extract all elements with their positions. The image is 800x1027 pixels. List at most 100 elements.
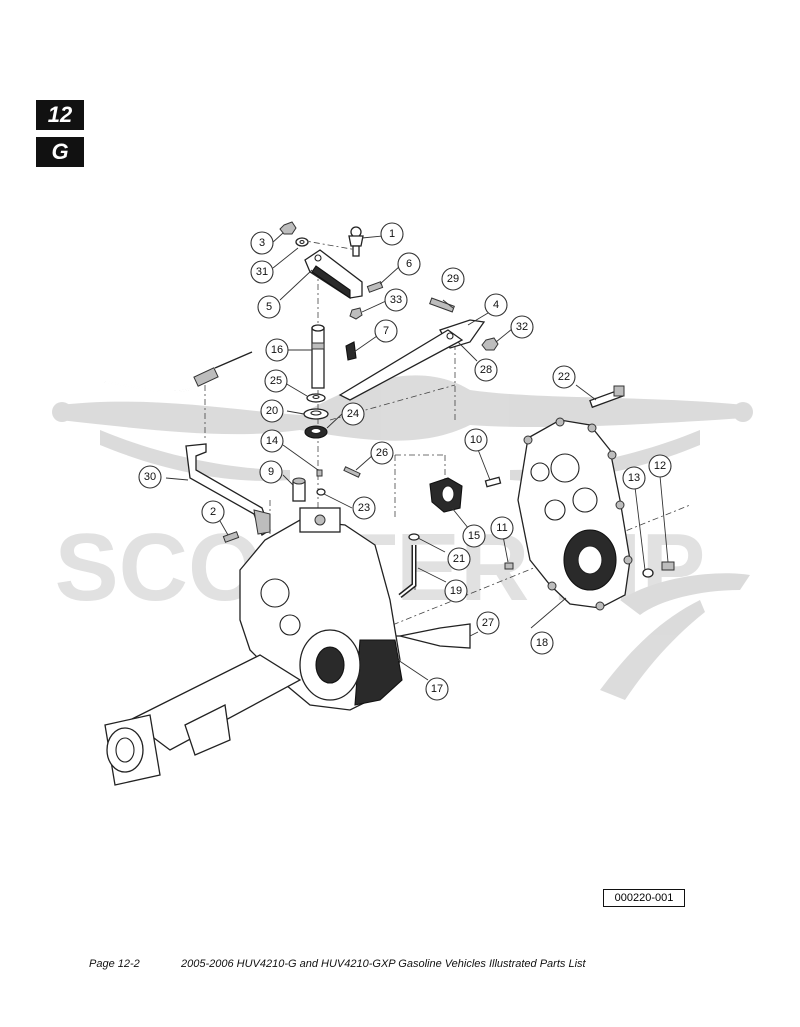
svg-text:30: 30 xyxy=(144,471,156,483)
callout-13: 13 xyxy=(622,466,646,490)
svg-text:17: 17 xyxy=(431,683,443,695)
callout-25: 25 xyxy=(264,369,288,393)
svg-text:13: 13 xyxy=(628,472,640,484)
nut-32-part xyxy=(481,337,499,351)
callout-22: 22 xyxy=(552,365,576,389)
bolt-part xyxy=(366,281,384,293)
plug-9-part xyxy=(292,477,306,502)
svg-text:29: 29 xyxy=(447,273,459,285)
ball-stud-part xyxy=(348,226,364,257)
svg-text:26: 26 xyxy=(376,447,388,459)
callout-2: 2 xyxy=(201,500,225,524)
callout-28: 28 xyxy=(474,358,498,382)
washer-21-part xyxy=(408,533,420,541)
pin-14-part xyxy=(316,469,323,477)
svg-text:19: 19 xyxy=(450,585,462,597)
callout-9: 9 xyxy=(259,460,283,484)
pin-10-part xyxy=(484,476,502,488)
callout-20: 20 xyxy=(260,399,284,423)
cover-plate-18-part xyxy=(517,417,633,611)
callout-19: 19 xyxy=(444,579,468,603)
svg-text:25: 25 xyxy=(270,375,282,387)
callout-12: 12 xyxy=(648,454,672,478)
callout-11: 11 xyxy=(490,516,514,540)
callout-33: 33 xyxy=(384,288,408,312)
nut-33-part xyxy=(349,307,363,320)
seal-24-part xyxy=(304,425,328,439)
svg-text:16: 16 xyxy=(271,344,283,356)
washer-13-part xyxy=(642,568,654,578)
rod-19-part xyxy=(398,545,417,598)
bracket-30-part xyxy=(185,443,271,536)
callout-18: 18 xyxy=(530,631,554,655)
transaxle-housing-17-part xyxy=(239,507,403,711)
fork-block-15-part xyxy=(429,477,463,513)
callout-4: 4 xyxy=(484,293,508,317)
washer-20-part xyxy=(303,408,329,420)
callout-3: 3 xyxy=(250,231,274,255)
svg-text:14: 14 xyxy=(266,435,278,447)
shift-arm-28-part xyxy=(338,329,464,401)
svg-text:23: 23 xyxy=(358,502,370,514)
svg-text:33: 33 xyxy=(390,294,402,306)
washer-part xyxy=(295,237,309,247)
svg-text:2: 2 xyxy=(210,506,216,518)
callout-31: 31 xyxy=(250,260,274,284)
svg-text:10: 10 xyxy=(470,434,482,446)
svg-text:12: 12 xyxy=(654,460,666,472)
svg-text:24: 24 xyxy=(347,408,359,420)
callout-16: 16 xyxy=(265,338,289,362)
callout-15: 15 xyxy=(462,524,486,548)
bolt-2-part xyxy=(222,531,240,543)
svg-text:21: 21 xyxy=(453,553,465,565)
washer-25-part xyxy=(306,393,326,403)
callout-23: 23 xyxy=(352,496,376,520)
svg-text:32: 32 xyxy=(516,321,528,333)
bolt-12-part xyxy=(661,561,675,571)
page-footer: Page 12-2 2005-2006 HUV4210-G and HUV4210… xyxy=(89,958,586,970)
bolt-22-part xyxy=(589,385,625,409)
pin-23-part xyxy=(316,488,326,496)
svg-text:18: 18 xyxy=(536,637,548,649)
callout-21: 21 xyxy=(447,547,471,571)
section-tab: G xyxy=(36,137,84,167)
svg-text:6: 6 xyxy=(406,258,412,270)
callout-14: 14 xyxy=(260,429,284,453)
svg-text:20: 20 xyxy=(266,405,278,417)
svg-text:9: 9 xyxy=(268,466,274,478)
key-part xyxy=(345,341,357,361)
nut-part xyxy=(279,221,297,235)
svg-text:5: 5 xyxy=(266,301,272,313)
footer-document-title: 2005-2006 HUV4210-G and HUV4210-GXP Gaso… xyxy=(181,958,586,970)
footer-page-number: Page 12-2 xyxy=(89,958,140,970)
svg-text:11: 11 xyxy=(496,522,507,534)
pin-11-part xyxy=(504,562,514,570)
svg-text:15: 15 xyxy=(468,530,480,542)
svg-text:1: 1 xyxy=(389,228,395,240)
screw-26-part xyxy=(343,466,361,478)
shift-cable-part xyxy=(104,351,253,393)
svg-text:27: 27 xyxy=(482,617,494,629)
svg-text:28: 28 xyxy=(480,364,492,376)
figure-reference-number: 000220-001 xyxy=(603,889,685,907)
callout-6: 6 xyxy=(397,252,421,276)
callout-24: 24 xyxy=(341,402,365,426)
svg-text:22: 22 xyxy=(558,371,570,383)
watermark-logo: SCOOTER ZIP xyxy=(52,375,753,700)
callout-29: 29 xyxy=(441,267,465,291)
bolt-29-part xyxy=(429,297,455,313)
callout-30: 30 xyxy=(138,465,162,489)
axle-tube-part xyxy=(104,654,302,786)
chapter-tab: 12 xyxy=(36,100,84,130)
svg-text:4: 4 xyxy=(493,299,499,311)
shift-shaft-part xyxy=(311,324,325,389)
svg-text:3: 3 xyxy=(259,237,265,249)
callout-26: 26 xyxy=(370,441,394,465)
callout-10: 10 xyxy=(464,428,488,452)
callout-17: 17 xyxy=(425,677,449,701)
svg-text:31: 31 xyxy=(256,266,268,278)
callout-1: 1 xyxy=(380,222,404,246)
callouts: 1 2 3 4 5 6 7 9 10 11 12 13 14 15 16 17 … xyxy=(138,222,672,701)
svg-text:7: 7 xyxy=(383,325,389,337)
